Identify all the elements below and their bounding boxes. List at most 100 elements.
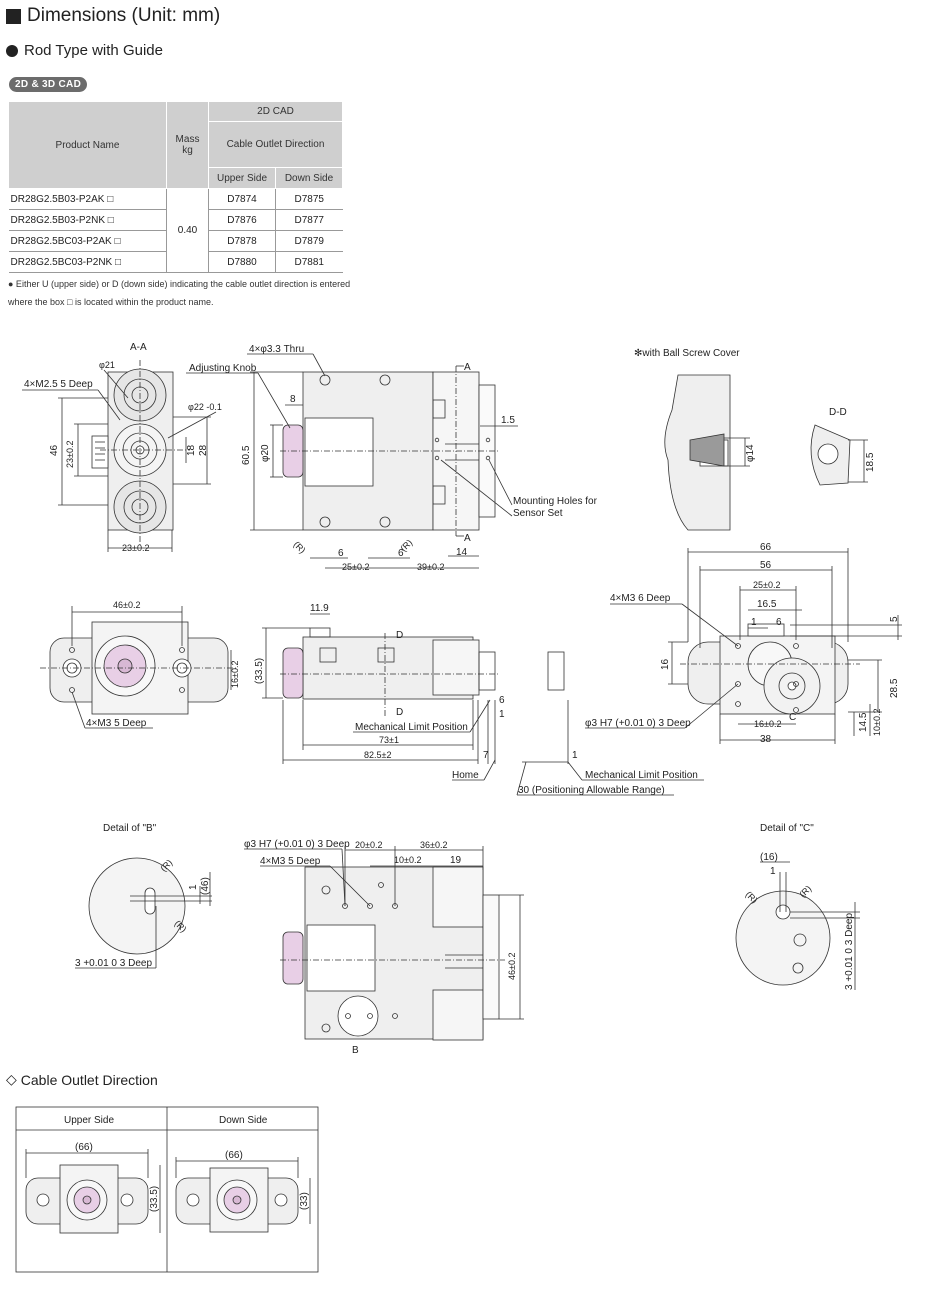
label-d39: 39±0.2 xyxy=(417,562,444,572)
label-dd: D-D xyxy=(829,407,847,418)
label-h3b: 3 +0.01 0 3 Deep xyxy=(75,958,152,969)
label-d6d: 6 xyxy=(776,617,782,628)
cable-down-height: (33) xyxy=(299,1192,310,1210)
cad-link-upper[interactable]: D7880 xyxy=(208,251,276,273)
label-detailb: Detail of "B" xyxy=(103,823,157,834)
label-h3c: 3 +0.01 0 3 Deep xyxy=(844,913,855,990)
cad-link-down[interactable]: D7875 xyxy=(275,188,343,210)
cable-upper-height: (33.5) xyxy=(149,1186,160,1212)
view-bottom xyxy=(244,846,524,1041)
label-d16: 16 xyxy=(660,658,671,670)
label-thru: 4×φ3.3 Thru xyxy=(249,344,304,355)
label-d15: 1.5 xyxy=(501,415,515,426)
label-d1e: 1 xyxy=(770,866,776,877)
diamond-outline-icon: ◇ xyxy=(6,1071,17,1087)
cable-down-width: (66) xyxy=(225,1150,243,1161)
label-phi3a: φ3 H7 (+0.01 0) 3 Deep xyxy=(585,718,691,729)
label-d6b: 6 xyxy=(398,548,404,559)
label-bmark: B xyxy=(352,1045,359,1056)
view-front xyxy=(40,606,238,729)
table-row: DR28G2.5B03-P2AK □ 0.40 D7874 D7875 xyxy=(8,188,343,273)
label-a-bot: A xyxy=(464,533,471,544)
label-d1d: 1 xyxy=(188,884,199,890)
label-cmark: C xyxy=(789,712,796,723)
product-name-cell: DR28G2.5B03-P2AK □ xyxy=(8,188,167,210)
label-dbot: D xyxy=(396,707,403,718)
label-ballcover: ✻with Ball Screw Cover xyxy=(634,348,740,359)
label-a-top: A xyxy=(464,362,471,373)
cable-down-label: Down Side xyxy=(219,1115,268,1126)
label-d46side: 46±0.2 xyxy=(507,953,517,980)
section-subheading: Rod Type with Guide xyxy=(6,42,163,59)
label-d25: 25±0.2 xyxy=(342,562,369,572)
label-d6c: 6 xyxy=(499,695,505,706)
cad-badge[interactable]: 2D & 3D CAD xyxy=(9,77,88,92)
label-d285: 28.5 xyxy=(889,678,900,698)
label-d185: 18.5 xyxy=(865,452,876,472)
label-d16v: 16±0.2 xyxy=(230,661,240,688)
label-m25: 4×M2.5 5 Deep xyxy=(24,379,93,390)
product-name-cell: DR28G2.5BC03-P2AK □ xyxy=(8,230,167,252)
cad-link-upper[interactable]: D7878 xyxy=(208,230,276,252)
label-d1c: 1 xyxy=(751,617,757,628)
page-title: Dimensions (Unit: mm) xyxy=(27,5,221,26)
label-d46p: (46) xyxy=(200,877,211,895)
label-d165: 16.5 xyxy=(757,599,777,610)
label-phi3b: φ3 H7 (+0.01 0) 3 Deep xyxy=(244,839,350,850)
view-top xyxy=(186,353,518,569)
label-d825: 82.5±2 xyxy=(364,750,391,760)
cad-link-down[interactable]: D7877 xyxy=(275,209,343,231)
table-row: DR28G2.5B03-P2NK □ D7876 D7877 xyxy=(8,209,343,231)
circle-bullet-icon xyxy=(6,44,18,57)
cad-link-down[interactable]: D7881 xyxy=(275,251,343,273)
label-aa: A-A xyxy=(130,342,147,353)
label-mounting1: Mounting Holes for xyxy=(513,496,598,507)
label-d10: 10±0.2 xyxy=(394,855,421,865)
label-d23v: 23±0.2 xyxy=(65,441,75,468)
label-d10v: 10±0.2 xyxy=(872,709,882,736)
label-d335: (33.5) xyxy=(254,658,265,684)
header-2d-cad: 2D CAD xyxy=(208,101,343,122)
header-cable-outlet: Cable Outlet Direction xyxy=(208,121,343,168)
label-knob: Adjusting Knob xyxy=(189,363,257,374)
label-d8: 8 xyxy=(290,394,296,405)
label-d19: 19 xyxy=(450,855,462,866)
label-m3a: 4×M3 5 Deep xyxy=(86,718,147,729)
label-d16p: (16) xyxy=(760,852,778,863)
label-d23h: 23±0.2 xyxy=(122,543,149,553)
label-range: 30 (Positioning Allowable Range) xyxy=(518,785,665,796)
label-home: Home xyxy=(452,770,479,781)
label-d14: 14 xyxy=(456,547,468,558)
label-d46: 46 xyxy=(49,444,60,456)
view-ball-screw-cover xyxy=(664,374,868,531)
note-line-2: where the box □ is located within the pr… xyxy=(8,297,214,307)
label-mlp1: Mechanical Limit Position xyxy=(355,722,468,733)
label-d5: 5 xyxy=(889,616,900,622)
label-phi22: φ22 -0.1 xyxy=(188,402,222,412)
label-d7: 7 xyxy=(483,750,489,761)
header-down-side: Down Side xyxy=(275,167,343,189)
view-end-right xyxy=(585,548,902,744)
cad-link-upper[interactable]: D7874 xyxy=(208,188,276,210)
label-mounting2: Sensor Set xyxy=(513,508,563,519)
cable-outlet-heading: ◇ Cable Outlet Direction xyxy=(6,1071,158,1088)
label-d18: 18 xyxy=(186,444,197,456)
header-product-name: Product Name xyxy=(8,101,167,189)
table-row: DR28G2.5BC03-P2AK □ D7878 D7879 xyxy=(8,230,343,252)
product-name-cell: DR28G2.5BC03-P2NK □ xyxy=(8,251,167,273)
label-d20: 20±0.2 xyxy=(355,840,382,850)
label-d28: 28 xyxy=(198,444,209,456)
cad-link-upper[interactable]: D7876 xyxy=(208,209,276,231)
label-d36: 36±0.2 xyxy=(420,840,447,850)
label-d25b: 25±0.2 xyxy=(753,580,780,590)
label-d46top: 46±0.2 xyxy=(113,600,140,610)
cable-upper-width: (66) xyxy=(75,1142,93,1153)
cad-link-down[interactable]: D7879 xyxy=(275,230,343,252)
label-d6a: 6 xyxy=(338,548,344,559)
label-d119: 11.9 xyxy=(310,603,329,614)
view-section-aa xyxy=(22,360,217,552)
label-d145: 14.5 xyxy=(858,712,869,732)
label-dtop: D xyxy=(396,630,403,641)
